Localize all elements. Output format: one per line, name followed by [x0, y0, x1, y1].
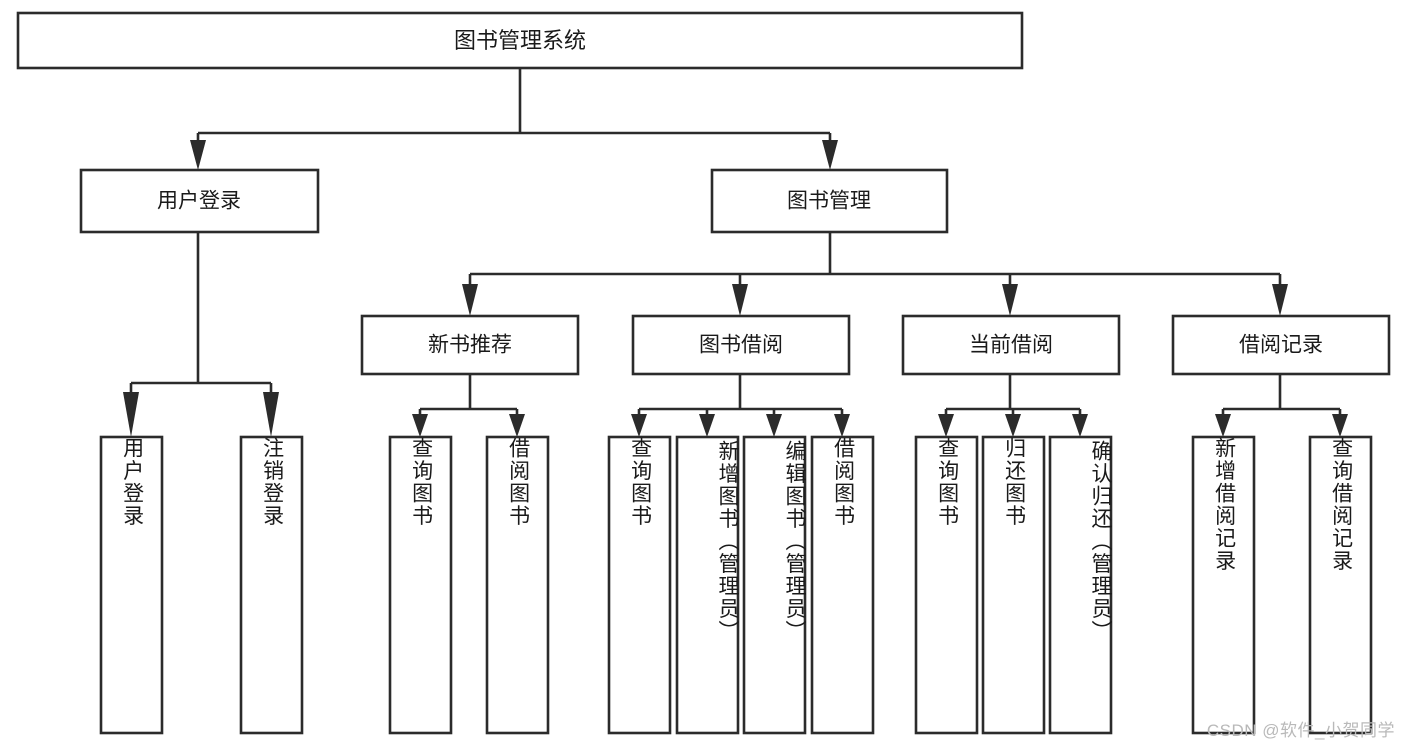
leaf-box-query-record[interactable] [1308, 435, 1373, 735]
connector-borrow-record-to-leaves [1215, 374, 1348, 437]
connector-user-login-to-leaves [123, 232, 279, 437]
csdn-watermark: CSDN @软件_小贺同学 [1206, 721, 1395, 740]
arrow-head-leaf-query-record [1332, 414, 1348, 437]
node-book-management[interactable]: 图书管理 [710, 168, 949, 234]
connector-current-borrow-to-leaves [938, 374, 1088, 437]
arrow-head-leaf-user-login [123, 392, 139, 437]
arrow-head-current-borrow [1002, 284, 1018, 316]
node-new-book-recommend[interactable]: 新书推荐 [360, 314, 580, 376]
connector-root-to-level2 [190, 68, 838, 170]
arrow-head-leaf-edit-book [766, 414, 782, 437]
node-book-borrow[interactable]: 图书借阅 [631, 314, 851, 376]
arrow-head-leaf-logout [263, 392, 279, 437]
arrow-head-leaf-confirm-return [1072, 414, 1088, 437]
arrow-head-book-mgmt [822, 140, 838, 170]
node-root-system[interactable]: 图书管理系统 [16, 11, 1024, 70]
arrow-head-book-borrow [732, 284, 748, 316]
leaf-box-query-book-3[interactable] [914, 435, 979, 735]
leaf-box-query-book-1[interactable] [388, 435, 453, 735]
arrow-head-leaf-add-book [699, 414, 715, 437]
leaf-box-confirm-return[interactable] [1048, 435, 1113, 735]
arrow-head-leaf-query-book-1 [412, 414, 428, 437]
leaf-box-borrow-book-2[interactable] [810, 435, 875, 735]
leaf-box-borrow-book-1[interactable] [485, 435, 550, 735]
connector-new-book-to-leaves [412, 374, 525, 437]
node-book-borrow-box[interactable] [631, 314, 851, 376]
arrow-head-user-login [190, 140, 206, 170]
node-new-book-recommend-box[interactable] [360, 314, 580, 376]
arrow-head-leaf-return-book [1005, 414, 1021, 437]
node-root-system-label: 图书管理系统 [454, 28, 586, 53]
arrow-head-leaf-borrow-book-2 [834, 414, 850, 437]
leaf-box-edit-book[interactable] [742, 435, 807, 735]
arrow-head-new-book [462, 284, 478, 316]
leaf-box-add-record[interactable] [1191, 435, 1256, 735]
connector-book-borrow-to-leaves [631, 374, 850, 437]
node-current-borrow[interactable]: 当前借阅 [901, 314, 1121, 376]
node-user-login-label: 用户登录 [157, 190, 241, 213]
node-new-book-recommend-label: 新书推荐 [428, 334, 512, 357]
node-current-borrow-box[interactable] [901, 314, 1121, 376]
node-current-borrow-label: 当前借阅 [969, 334, 1053, 357]
connector-book-mgmt-to-level3 [462, 232, 1288, 316]
node-borrow-record-box[interactable] [1171, 314, 1391, 376]
leaf-box-add-book[interactable] [675, 435, 740, 735]
node-book-management-box[interactable] [710, 168, 949, 234]
node-root-system-box[interactable] [16, 11, 1024, 70]
leaf-box-return-book[interactable] [981, 435, 1046, 735]
leaf-box-query-book-2[interactable] [607, 435, 672, 735]
node-book-borrow-label: 图书借阅 [699, 334, 783, 357]
node-borrow-record-label: 借阅记录 [1239, 334, 1323, 357]
node-book-management-label: 图书管理 [787, 190, 871, 213]
arrow-head-borrow-record [1272, 284, 1288, 316]
node-user-login-box[interactable] [79, 168, 320, 234]
leaf-box-logout[interactable] [239, 435, 304, 735]
arrow-head-leaf-borrow-book-1 [509, 414, 525, 437]
node-user-login[interactable]: 用户登录 [79, 168, 320, 234]
arrow-head-leaf-add-record [1215, 414, 1231, 437]
leaf-box-user-login[interactable] [99, 435, 164, 735]
arrow-head-leaf-query-book-2 [631, 414, 647, 437]
node-borrow-record[interactable]: 借阅记录 [1171, 314, 1391, 376]
arrow-head-leaf-query-book-3 [938, 414, 954, 437]
